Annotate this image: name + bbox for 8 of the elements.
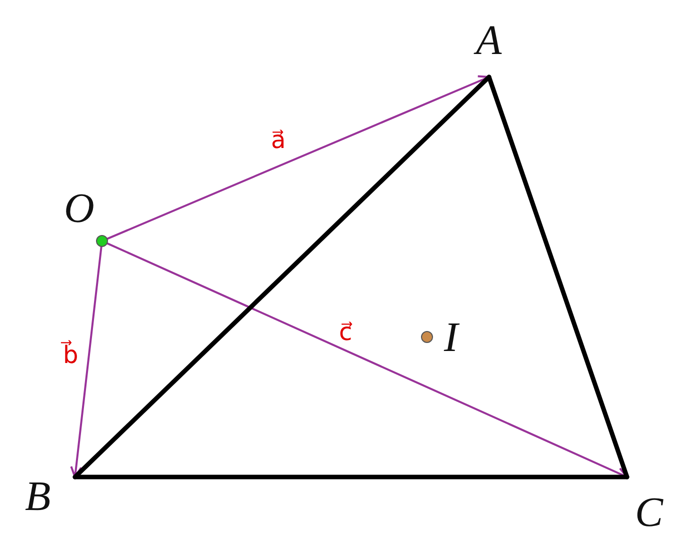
triangle-side xyxy=(486,74,630,480)
point-label: C xyxy=(635,492,664,534)
point-label: O xyxy=(64,188,94,230)
point-label: A xyxy=(476,20,502,62)
vector-arrow xyxy=(70,244,102,478)
point-label: B xyxy=(25,476,51,518)
point-label: I xyxy=(444,317,458,359)
triangle-side xyxy=(72,474,630,480)
